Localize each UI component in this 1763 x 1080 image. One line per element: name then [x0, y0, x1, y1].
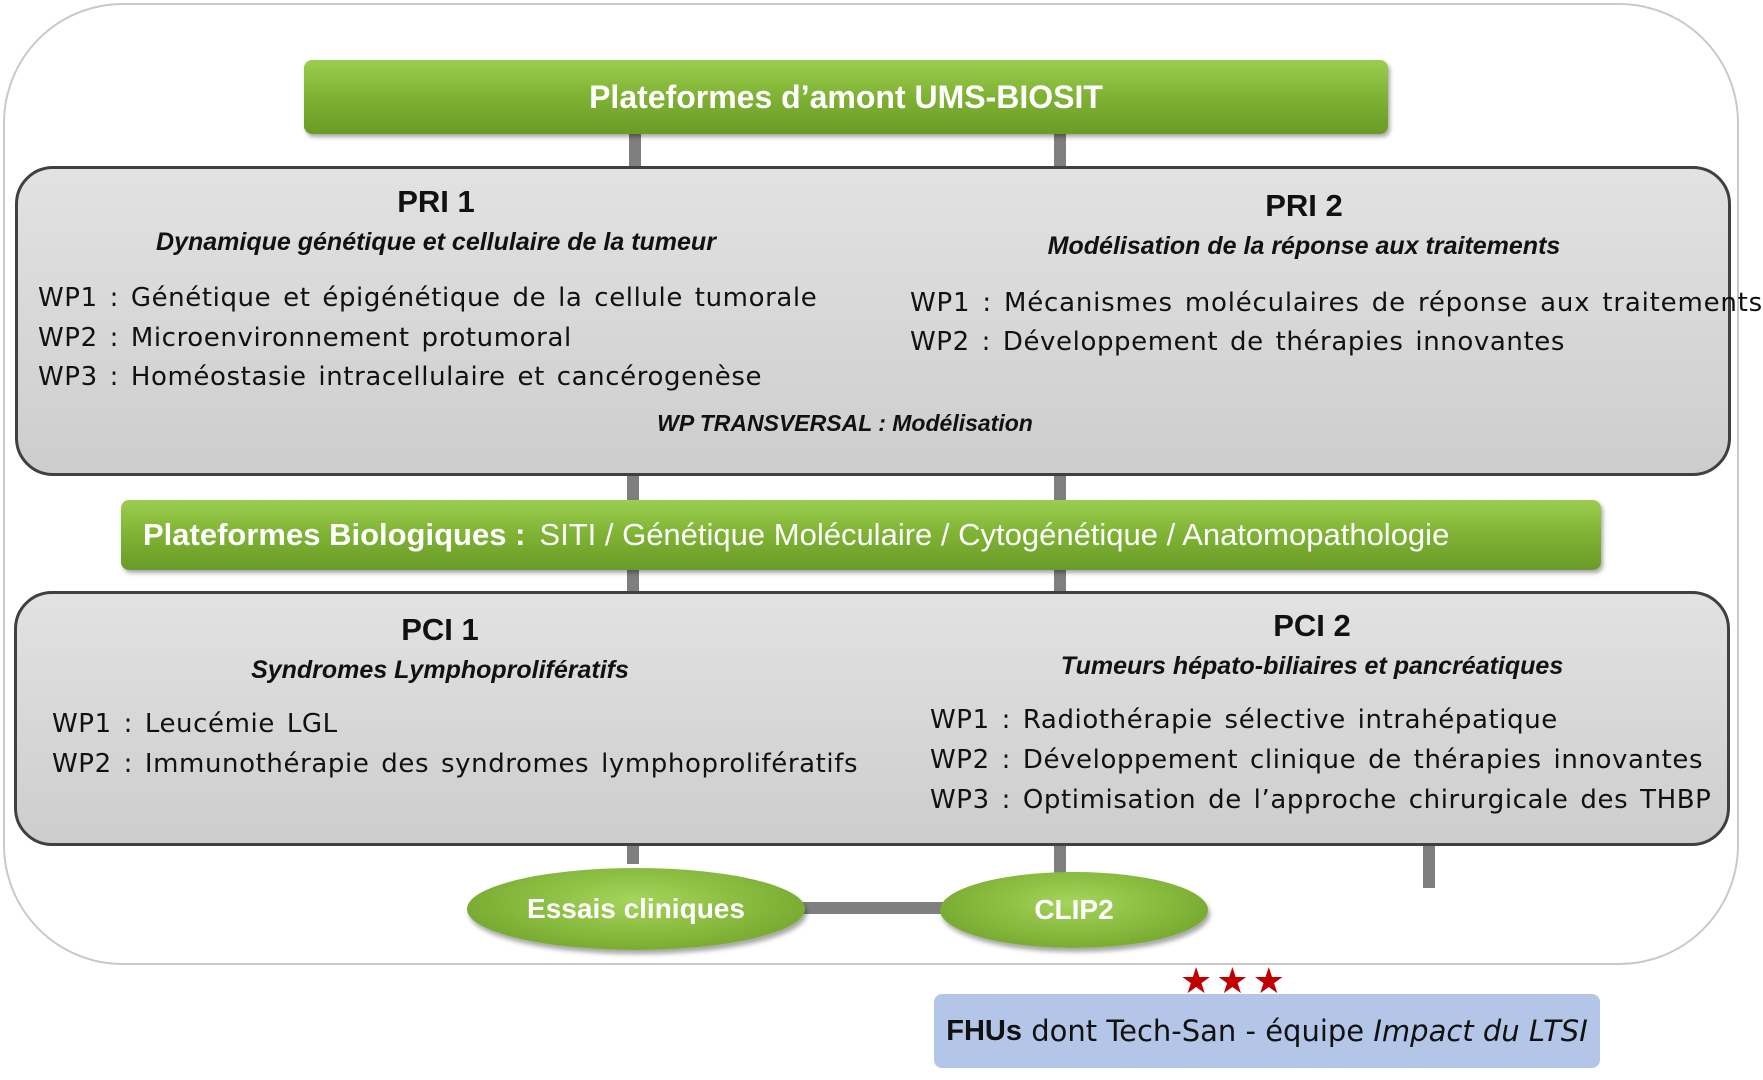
- pri1-wp2: WP2 : Microenvironnement protumoral: [38, 323, 572, 353]
- essais-cliniques-node: Essais cliniques: [467, 868, 805, 950]
- pri2-wp1: WP1 : Mécanismes moléculaires de réponse…: [910, 288, 1763, 318]
- pci1-title: PCI 1: [401, 612, 479, 647]
- fhu-box: FHUs dont Tech-San - équipe Impact du LT…: [934, 994, 1600, 1068]
- pri-box: [15, 166, 1731, 476]
- wp-transversal-label: WP TRANSVERSAL: [657, 410, 872, 436]
- fhu-italic: Impact du LTSI: [1373, 1014, 1588, 1048]
- pri2-title: PRI 2: [1265, 188, 1343, 223]
- pci2-wp1: WP1 : Radiothérapie sélective intrahépat…: [930, 705, 1558, 735]
- clip2-label: CLIP2: [1034, 894, 1114, 925]
- pci-box: [14, 591, 1730, 846]
- connector-line: [627, 474, 639, 500]
- pri1-wp1: WP1 : Génétique et épigénétique de la ce…: [38, 283, 818, 313]
- connector-line: [627, 842, 639, 864]
- pci1-wp1: WP1 : Leucémie LGL: [52, 709, 338, 739]
- wp-transversal: WP TRANSVERSAL : Modélisation: [560, 410, 1130, 437]
- connector-line: [1054, 842, 1066, 874]
- pri1-wp3: WP3 : Homéostasie intracellulaire et can…: [38, 362, 763, 392]
- connector-line: [1054, 134, 1066, 170]
- pci2-title: PCI 2: [1273, 608, 1351, 643]
- connector-line: [627, 569, 639, 593]
- platform-bio-label: Plateformes Biologiques :: [143, 517, 526, 552]
- fhu-bold: FHUs: [946, 1014, 1022, 1047]
- connector-line: [629, 134, 641, 170]
- platform-amont-bar: Plateformes d’amont UMS-BIOSIT: [304, 60, 1388, 134]
- clip2-node: CLIP2: [940, 872, 1208, 948]
- fhu-text: dont Tech-San - équipe: [1021, 1014, 1374, 1048]
- connector-line: [800, 902, 950, 914]
- star-icon: ★: [1216, 961, 1249, 1002]
- star-icon: ★: [1252, 961, 1285, 1002]
- connector-line: [1423, 846, 1435, 888]
- pci1-subtitle: Syndromes Lymphoprolifératifs: [251, 656, 629, 684]
- star-rating: ★ ★ ★: [1180, 964, 1285, 1000]
- pci2-wp3: WP3 : Optimisation de l’approche chirurg…: [930, 785, 1712, 815]
- platform-bio-value: SITI / Génétique Moléculaire / Cytogénét…: [539, 517, 1450, 552]
- wp-transversal-value: : Modélisation: [878, 410, 1033, 436]
- platform-bio-bar: Plateformes Biologiques : SITI / Génétiq…: [121, 500, 1601, 570]
- pci2-subtitle: Tumeurs hépato-biliaires et pancréatique…: [1060, 652, 1564, 680]
- connector-line: [1054, 569, 1066, 593]
- essais-cliniques-label: Essais cliniques: [527, 893, 745, 924]
- pri1-title: PRI 1: [397, 184, 475, 219]
- connector-line: [1054, 474, 1066, 500]
- pri1-subtitle: Dynamique génétique et cellulaire de la …: [156, 228, 716, 256]
- pri2-wp2: WP2 : Développement de thérapies innovan…: [910, 327, 1566, 357]
- pci2-wp2: WP2 : Développement clinique de thérapie…: [930, 745, 1704, 775]
- platform-amont-label: Plateformes d’amont UMS-BIOSIT: [589, 78, 1103, 115]
- pri2-subtitle: Modélisation de la réponse aux traitemen…: [1047, 232, 1561, 260]
- star-icon: ★: [1180, 961, 1213, 1002]
- pci1-wp2: WP2 : Immunothérapie des syndromes lymph…: [52, 749, 859, 779]
